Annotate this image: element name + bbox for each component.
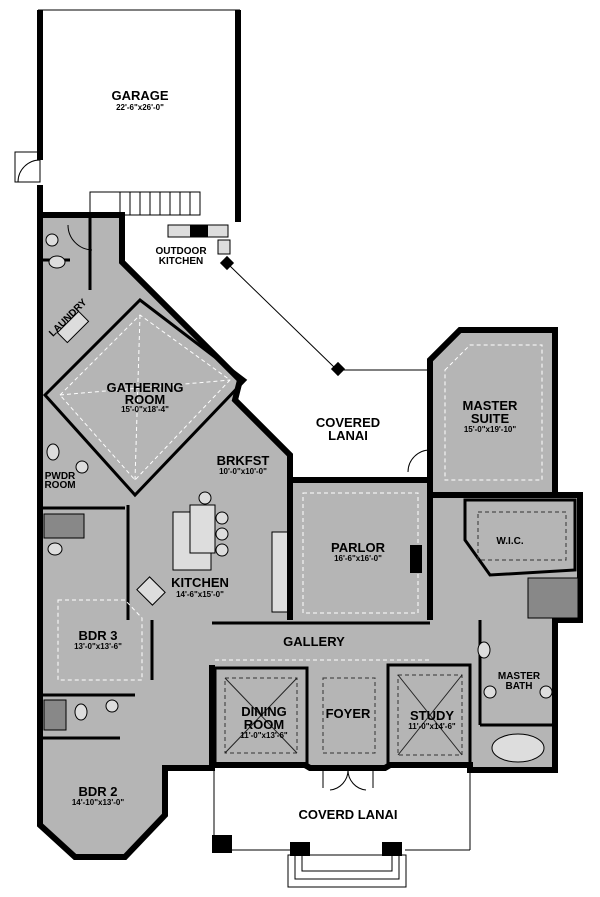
front-lanai-label: COVERD LANAI bbox=[299, 807, 398, 822]
covered-lanai-label-2: LANAI bbox=[328, 428, 368, 443]
sink-icon bbox=[539, 685, 553, 699]
door-swing-icon bbox=[17, 159, 41, 183]
pwdr-room-label-2: ROOM bbox=[44, 480, 75, 491]
stool-icon bbox=[215, 543, 229, 557]
bdr2-label: BDR 2 bbox=[78, 784, 117, 799]
gathering-room-label-2: ROOM bbox=[125, 392, 165, 407]
cooktop-icon bbox=[136, 576, 166, 606]
toilet-icon bbox=[47, 542, 63, 556]
bdr2: BDR 2 14'-10"x13'-0" bbox=[72, 784, 125, 807]
sink-icon bbox=[483, 685, 497, 699]
dining-room-dims: 11'-0"x13'-6" bbox=[240, 731, 288, 740]
washer-dryer-icon bbox=[56, 310, 90, 344]
master-bath-label-1: MASTER bbox=[498, 671, 541, 682]
kitchen-dims: 14'-6"x15'-0" bbox=[176, 590, 224, 599]
sink-icon bbox=[105, 699, 119, 713]
master-suite-label-1: MASTER bbox=[463, 398, 519, 413]
study-dims: 11'-0"x14'-6" bbox=[408, 722, 456, 731]
grill-icon bbox=[190, 225, 208, 237]
breakfast-bar bbox=[189, 504, 216, 554]
brkfst-label: BRKFST bbox=[217, 453, 270, 468]
door-swing-icon bbox=[67, 224, 93, 251]
front-door[interactable] bbox=[322, 768, 374, 791]
bathtub-icon bbox=[491, 733, 545, 763]
gallery: GALLERY bbox=[212, 621, 430, 661]
garage: GARAGE 22'-6"x26'-0" bbox=[14, 9, 241, 222]
front-steps-icon bbox=[287, 854, 407, 888]
hall-bath bbox=[40, 699, 120, 740]
gallery-label: GALLERY bbox=[283, 634, 345, 649]
kitchen-brkfst: BRKFST 10'-0"x10'-0" KITCHEN 14'-6"x15'-… bbox=[126, 453, 289, 620]
outdoor-kitchen-label-2: KITCHEN bbox=[159, 256, 203, 267]
toilet-icon bbox=[46, 443, 60, 461]
garage-dims: 22'-6"x26'-0" bbox=[116, 103, 164, 112]
toilet-icon bbox=[48, 255, 66, 269]
stool-icon bbox=[198, 491, 212, 505]
master-suite-label-2: SUITE bbox=[471, 411, 510, 426]
study: STUDY 11'-0"x14'-6" bbox=[386, 663, 472, 767]
gathering-room: GATHERING ROOM 15'-0"x18'-4" bbox=[42, 298, 248, 498]
dining-room-label-1: DINING bbox=[241, 704, 287, 719]
pantry bbox=[271, 531, 289, 613]
gathering-room-label-1: GATHERING bbox=[106, 380, 183, 395]
dining-room: DINING ROOM 11'-0"x13'-6" bbox=[209, 665, 309, 767]
covered-lanai-label-1: COVERED bbox=[316, 415, 380, 430]
linen-closet bbox=[43, 513, 85, 539]
bdr2-dims: 14'-10"x13'-0" bbox=[72, 798, 125, 807]
foyer-label: FOYER bbox=[326, 706, 371, 721]
bdr3-dims: 13'-0"x13'-6" bbox=[74, 642, 122, 651]
sink-icon bbox=[75, 460, 89, 474]
master-suite-dims: 15'-0"x19'-10" bbox=[464, 425, 517, 434]
outdoor-kitchen-label-1: OUTDOOR bbox=[155, 246, 207, 257]
outdoor-kitchen: OUTDOOR KITCHEN bbox=[155, 224, 430, 377]
wic: W.I.C. bbox=[463, 498, 579, 619]
door-swing-icon bbox=[407, 449, 431, 473]
parlor: PARLOR 16'-6"x16'-0" bbox=[287, 480, 433, 620]
parlor-label: PARLOR bbox=[331, 540, 386, 555]
stool-icon bbox=[215, 527, 229, 541]
front-lanai: COVERD LANAI bbox=[212, 768, 471, 888]
pwdr-room-label-1: PWDR bbox=[45, 471, 76, 482]
pwdr-room: PWDR ROOM bbox=[40, 443, 125, 556]
master-suite: MASTER SUITE 15'-0"x19'-10" bbox=[407, 344, 580, 498]
fireplace-icon bbox=[410, 545, 422, 573]
linen-closet bbox=[43, 699, 67, 731]
brkfst-dims: 10'-0"x10'-0" bbox=[219, 467, 267, 476]
toilet-icon bbox=[74, 703, 88, 721]
parlor-dims: 16'-6"x16'-0" bbox=[334, 554, 382, 563]
master-bath-label-2: BATH bbox=[505, 681, 532, 692]
toilet-icon bbox=[477, 641, 491, 659]
stool-icon bbox=[215, 511, 229, 525]
sink-icon bbox=[217, 239, 231, 255]
master-bath: MASTER BATH bbox=[477, 620, 555, 763]
shower bbox=[527, 577, 579, 619]
gathering-room-dims: 15'-0"x18'-4" bbox=[121, 405, 169, 414]
house-outline bbox=[37, 212, 583, 860]
garage-steps-icon bbox=[89, 191, 201, 216]
kitchen-label: KITCHEN bbox=[171, 575, 229, 590]
dining-room-label-2: ROOM bbox=[244, 717, 284, 732]
foyer: FOYER bbox=[322, 677, 376, 791]
bdr3: BDR 3 13'-0"x13'-6" bbox=[40, 599, 154, 697]
study-label: STUDY bbox=[410, 708, 454, 723]
sink-icon bbox=[45, 233, 59, 247]
bdr3-label: BDR 3 bbox=[78, 628, 117, 643]
garage-label: GARAGE bbox=[111, 88, 168, 103]
garage-side-door[interactable] bbox=[14, 151, 41, 183]
wic-label: W.I.C. bbox=[496, 536, 523, 547]
